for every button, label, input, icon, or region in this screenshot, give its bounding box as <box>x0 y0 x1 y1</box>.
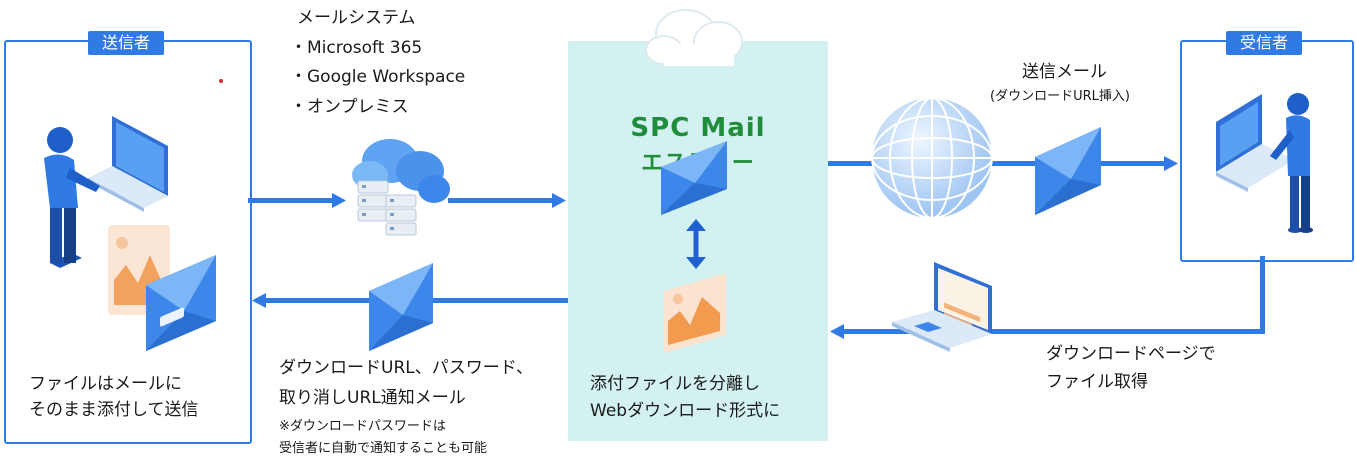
red-dot <box>219 79 223 83</box>
service-caption-line2: Webダウンロード形式に <box>590 401 781 421</box>
arrow-sender-to-server <box>248 193 346 208</box>
download-caption-line1: ダウンロードページで <box>1046 344 1216 364</box>
separated-file-icon <box>664 273 726 353</box>
sender-envelope-icon <box>146 255 216 351</box>
mail-system-item-1: ・Microsoft 365 <box>290 38 423 58</box>
globe-icon <box>871 97 993 219</box>
outgoing-mail-sublabel: (ダウンロードURL挿入) <box>990 89 1130 104</box>
service-cloud-icon <box>645 9 743 66</box>
arrow-service-to-receiver <box>828 156 1178 171</box>
arrow-receiver-to-service <box>830 256 1265 339</box>
outgoing-envelope-icon <box>1035 127 1101 215</box>
mail-system-item-3: ・オンプレミス <box>290 97 409 117</box>
sender-person-icon <box>44 116 168 268</box>
receiver-person-icon <box>1216 93 1313 233</box>
mail-system-title: メールシステム <box>297 8 416 28</box>
return-mail-note-line2: 受信者に自動で通知することも可能 <box>279 441 488 456</box>
sender-tag: 送信者 <box>88 31 164 55</box>
return-mail-note-line1: ※ダウンロードパスワードは <box>279 419 446 434</box>
arrow-server-to-service <box>448 193 566 208</box>
return-envelope-icon <box>369 263 433 351</box>
mail-system-item-2: ・Google Workspace <box>290 67 466 87</box>
service-brand-name: SPC Mail <box>630 113 766 143</box>
download-laptop-icon <box>892 262 992 352</box>
sender-caption-line1: ファイルはメールに <box>29 374 182 394</box>
outgoing-mail-label: 送信メール <box>1022 62 1107 82</box>
service-caption-line1: 添付ファイルを分離し <box>590 374 760 394</box>
sender-caption-line2: そのまま添付して送信 <box>29 400 199 420</box>
return-mail-line1: ダウンロードURL、パスワード、 <box>279 358 534 378</box>
download-caption-line2: ファイル取得 <box>1046 372 1148 392</box>
separate-double-arrow <box>686 219 706 269</box>
mail-server-cloud-icon <box>352 139 450 236</box>
receiver-tag: 受信者 <box>1226 31 1302 55</box>
service-envelope-icon <box>661 141 727 215</box>
return-mail-line2: 取り消しURL通知メール <box>279 388 466 408</box>
